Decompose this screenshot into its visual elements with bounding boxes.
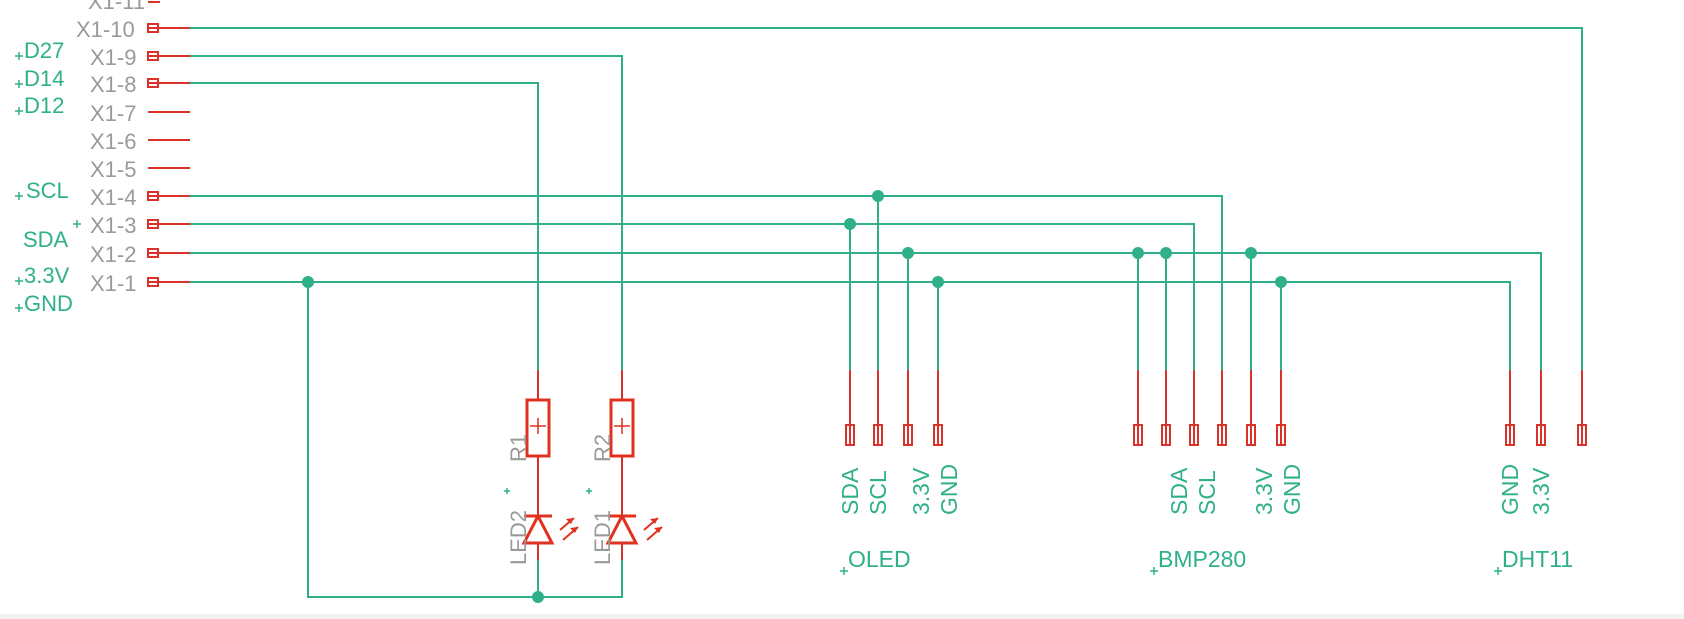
part-label-r1: R1 xyxy=(506,434,531,462)
connector-name-bmp280: BMP280 xyxy=(1158,546,1246,572)
oled-pin-sda: SDA xyxy=(837,467,863,515)
net-label-gnd: GND xyxy=(24,291,73,316)
bmp280-pin-labels: SDA SCL 3.3V GND xyxy=(1166,464,1305,515)
resistor-r1 xyxy=(525,370,551,515)
net-label-scl: SCL xyxy=(26,178,69,203)
pin-label-x1-9: X1-9 xyxy=(90,45,136,70)
connector-name-oled: OLED xyxy=(848,546,911,572)
oled-pin-gnd: GND xyxy=(936,464,962,515)
led2 xyxy=(521,512,579,560)
net-label-d14: D14 xyxy=(24,66,64,91)
pin-label-x1-7: X1-7 xyxy=(90,101,136,126)
net-label-d12: D12 xyxy=(24,93,64,118)
pin-label-x1-3: X1-3 xyxy=(90,213,136,238)
net-labels: D27 D14 D12 SCL SDA 3.3V GND xyxy=(15,38,81,316)
part-label-led2: LED2 xyxy=(506,510,531,565)
pin-label-x1-1: X1-1 xyxy=(90,271,136,296)
header-pin-labels: X1-11 X1-10 X1-9 X1-8 X1-7 X1-6 X1-5 X1-… xyxy=(76,0,145,296)
dht11-pin-gnd: GND xyxy=(1497,464,1523,515)
pin-label-x1-8: X1-8 xyxy=(90,72,136,97)
dht11-pin-labels: GND 3.3V xyxy=(1497,464,1554,515)
bmp280-pin-sda: SDA xyxy=(1166,467,1192,515)
wires xyxy=(190,27,1583,598)
pin-label-x1-2: X1-2 xyxy=(90,242,136,267)
resistor-r2 xyxy=(609,370,635,515)
oled-pin-scl: SCL xyxy=(865,470,891,515)
bmp280-pin-3v3: 3.3V xyxy=(1251,467,1277,515)
pin-label-x1-6: X1-6 xyxy=(90,129,136,154)
connector-name-dht11: DHT11 xyxy=(1502,546,1573,572)
connector-pin-stubs xyxy=(845,370,1587,446)
net-label-sda: SDA xyxy=(23,227,69,252)
pin-label-x1-4: X1-4 xyxy=(90,185,136,210)
pin-label-x1-10: X1-10 xyxy=(76,17,135,42)
part-label-r2: R2 xyxy=(590,434,615,462)
bmp280-pin-scl: SCL xyxy=(1194,470,1220,515)
net-label-3v3: 3.3V xyxy=(24,263,70,288)
oled-pin-3v3: 3.3V xyxy=(908,467,934,515)
oled-pin-labels: SDA SCL 3.3V GND xyxy=(837,464,962,515)
net-label-d27: D27 xyxy=(24,38,64,63)
part-label-led1: LED1 xyxy=(590,510,615,565)
header-pin-stubs xyxy=(147,1,190,287)
footer-strip xyxy=(0,614,1684,619)
junctions xyxy=(302,190,1287,603)
dht11-pin-3v3: 3.3V xyxy=(1528,467,1554,515)
bmp280-pin-gnd: GND xyxy=(1279,464,1305,515)
pin-label-x1-5: X1-5 xyxy=(90,157,136,182)
pin-label-x1-11: X1-11 xyxy=(88,0,145,14)
led1 xyxy=(605,512,663,560)
